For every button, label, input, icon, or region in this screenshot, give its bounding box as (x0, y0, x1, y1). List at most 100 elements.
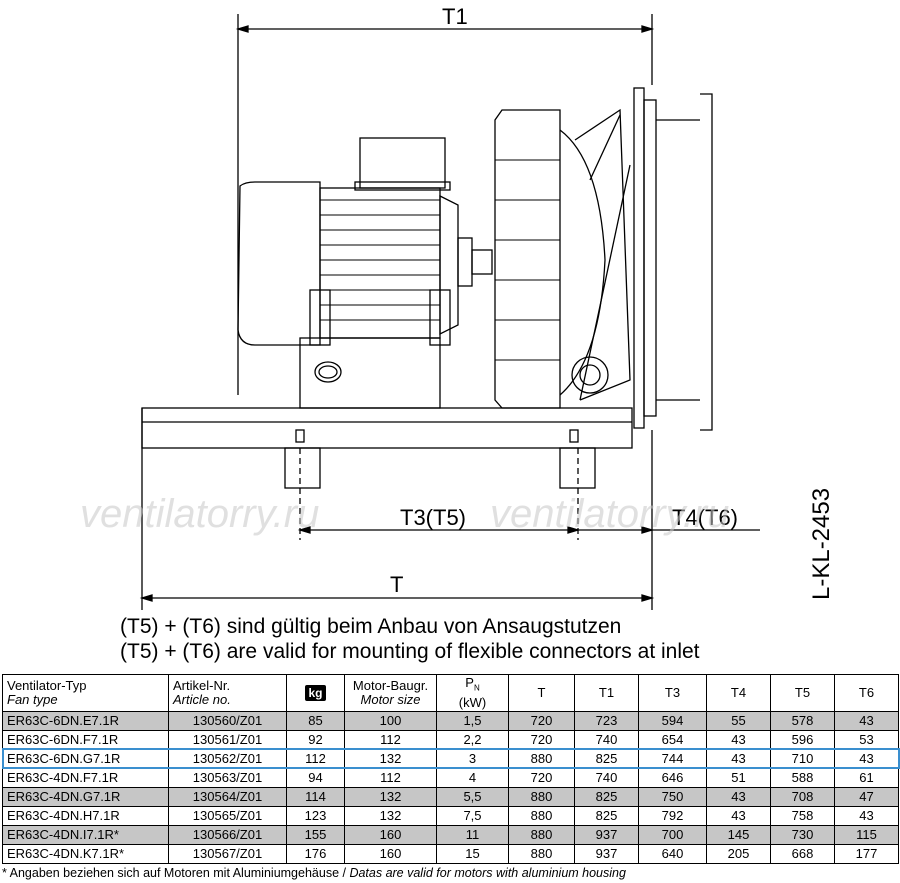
table-cell: 130566/Z01 (168, 824, 287, 845)
footnote: * Angaben beziehen sich auf Motoren mit … (2, 866, 626, 880)
table-cell: 937 (574, 843, 639, 864)
table-cell: 825 (574, 786, 639, 807)
table-cell: 85 (286, 710, 345, 731)
table-cell: 123 (286, 805, 345, 826)
table-cell: 177 (834, 843, 899, 864)
table-cell: 47 (834, 786, 899, 807)
table-cell: 43 (706, 748, 771, 769)
technical-drawing: T1 T T3(T5) T4(T6) (139, 4, 760, 610)
col-t5: T5 (770, 674, 835, 712)
cell-fan-type: ER63C-4DN.G7.1R (2, 786, 169, 807)
table-cell: 130564/Z01 (168, 786, 287, 807)
header-row: Ventilator-Typ Fan type Artikel-Nr. Arti… (2, 674, 899, 712)
table-cell: 646 (638, 767, 707, 788)
table-cell: 825 (574, 805, 639, 826)
table-cell: 130565/Z01 (168, 805, 287, 826)
table-cell: 53 (834, 729, 899, 750)
cell-fan-type: ER63C-4DN.I7.1R* (2, 824, 169, 845)
cell-fan-type: ER63C-4DN.F7.1R (2, 767, 169, 788)
cell-fan-type: ER63C-6DN.E7.1R (2, 710, 169, 731)
table-cell: 640 (638, 843, 707, 864)
col-t1: T1 (574, 674, 639, 712)
label-t3-t5: T3(T5) (400, 505, 466, 530)
table-cell: 720 (508, 729, 575, 750)
table-cell: 94 (286, 767, 345, 788)
col-t4: T4 (706, 674, 771, 712)
table-cell: 112 (344, 729, 437, 750)
table-cell: 176 (286, 843, 345, 864)
table-cell: 723 (574, 710, 639, 731)
table-cell: 43 (834, 710, 899, 731)
table-cell: 130567/Z01 (168, 843, 287, 864)
table-cell: 43 (834, 805, 899, 826)
weight-icon: kg (305, 684, 326, 701)
table-cell: 55 (706, 710, 771, 731)
table-cell: 114 (286, 786, 345, 807)
table-cell: 51 (706, 767, 771, 788)
table-cell: 43 (706, 805, 771, 826)
col-t6: T6 (834, 674, 899, 712)
cell-fan-type: ER63C-4DN.H7.1R (2, 805, 169, 826)
table-cell: 130563/Z01 (168, 767, 287, 788)
table-cell: 92 (286, 729, 345, 750)
table-cell: 7,5 (436, 805, 509, 826)
col-article: Artikel-Nr. Article no. (168, 674, 287, 712)
table-cell: 155 (286, 824, 345, 845)
table-cell: 43 (706, 786, 771, 807)
table-cell: 43 (706, 729, 771, 750)
table-cell: 740 (574, 767, 639, 788)
table-cell: 5,5 (436, 786, 509, 807)
table-cell: 115 (834, 824, 899, 845)
table-cell: 880 (508, 843, 575, 864)
table-cell: 700 (638, 824, 707, 845)
table-cell: 43 (834, 748, 899, 769)
label-t1: T1 (442, 4, 468, 29)
watermark: ventilatorry.ru (490, 492, 730, 536)
inlet-flange (633, 87, 645, 429)
col-fan-type: Ventilator-Typ Fan type (2, 674, 169, 712)
motor-body (237, 181, 321, 346)
cell-fan-type: ER63C-4DN.K7.1R* (2, 843, 169, 864)
table-cell: 3 (436, 748, 509, 769)
table-cell: 160 (344, 843, 437, 864)
col-t3: T3 (638, 674, 707, 712)
table-cell: 132 (344, 748, 437, 769)
terminal-box (359, 137, 446, 189)
table-cell: 710 (770, 748, 835, 769)
table-cell: 750 (638, 786, 707, 807)
table-cell: 2,2 (436, 729, 509, 750)
table-cell: 1,5 (436, 710, 509, 731)
table-cell: 205 (706, 843, 771, 864)
table-cell: 880 (508, 805, 575, 826)
table-cell: 4 (436, 767, 509, 788)
table-cell: 740 (574, 729, 639, 750)
table-cell: 61 (834, 767, 899, 788)
table-cell: 880 (508, 748, 575, 769)
table-cell: 596 (770, 729, 835, 750)
table-cell: 880 (508, 786, 575, 807)
table-cell: 720 (508, 710, 575, 731)
watermark: ventilatorry.ru (80, 492, 320, 536)
table-cell: 11 (436, 824, 509, 845)
note-german: (T5) + (T6) sind gültig beim Anbau von A… (120, 615, 622, 638)
table-cell: 130562/Z01 (168, 748, 287, 769)
mount-hole (314, 361, 342, 383)
cell-fan-type: ER63C-6DN.G7.1R (2, 748, 169, 769)
table-cell: 744 (638, 748, 707, 769)
table-cell: 937 (574, 824, 639, 845)
table-cell: 15 (436, 843, 509, 864)
base-frame (141, 407, 633, 449)
col-weight: kg (286, 674, 345, 712)
table-cell: 112 (344, 767, 437, 788)
table-cell: 720 (508, 767, 575, 788)
table-cell: 880 (508, 824, 575, 845)
table-cell: 578 (770, 710, 835, 731)
label-t: T (390, 572, 403, 597)
table-cell: 668 (770, 843, 835, 864)
table-cell: 654 (638, 729, 707, 750)
